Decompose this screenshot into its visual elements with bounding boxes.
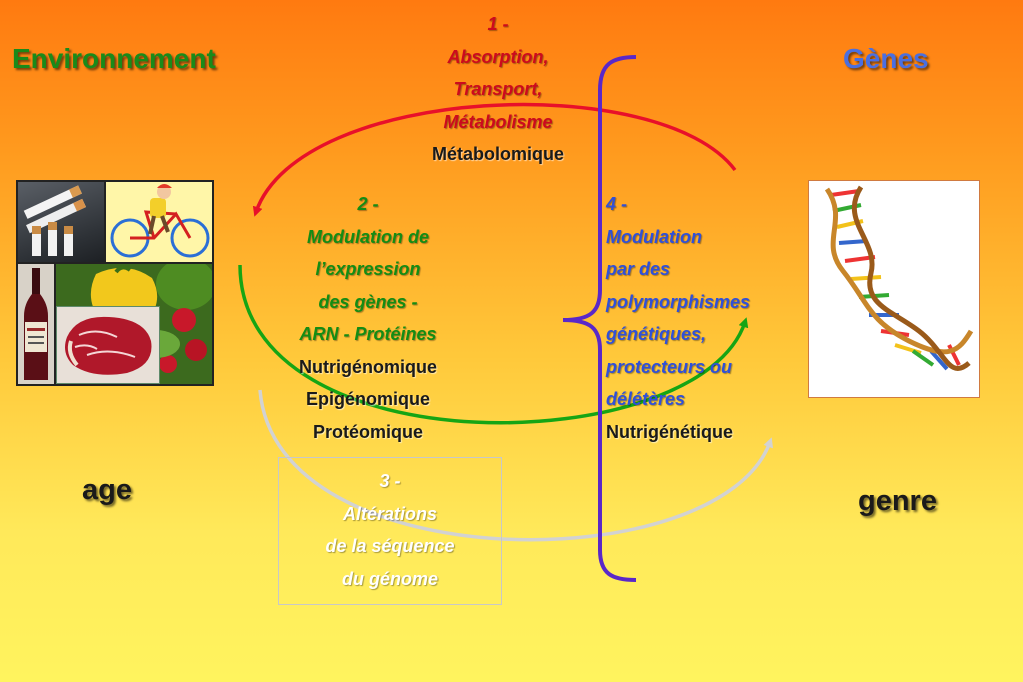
- step3-line: du génome: [341, 568, 438, 589]
- step4-line: polymorphismes: [606, 291, 751, 312]
- step4-line: génétiques,: [606, 324, 707, 344]
- step1-line: Transport,: [453, 79, 543, 99]
- heading-environnement: Environnement: [12, 43, 216, 74]
- step4-omics: Nutrigénétique: [606, 421, 734, 442]
- heading-genre: genre: [858, 485, 937, 517]
- dna-helix-image: [808, 180, 980, 398]
- step3-number: 3 -: [379, 471, 401, 491]
- step2-number: 2 -: [357, 194, 379, 214]
- step4-block: 4 - Modulation par des polymorphismes gé…: [606, 188, 806, 448]
- step4-line: protecteurs ou: [606, 356, 733, 377]
- step1-block: 1 - Absorption, Transport, Métabolisme M…: [398, 8, 598, 171]
- step4-line: délétères: [606, 389, 686, 409]
- step3-block: 3 - Altérations de la séquence du génome: [280, 465, 500, 595]
- wine-bottle-image: [18, 264, 54, 384]
- step4-line: Modulation: [606, 226, 702, 247]
- cyclist-image: [106, 182, 212, 262]
- step1-number: 1 -: [487, 14, 509, 34]
- step3-box: [278, 457, 502, 605]
- step1-omics: Métabolomique: [431, 144, 564, 164]
- curly-brace: [562, 55, 637, 582]
- step2-omics: Nutrigénomique: [299, 356, 437, 377]
- step2-omics: Epigénomique: [305, 389, 430, 409]
- heading-genes: Gènes: [843, 43, 929, 74]
- step4-number: 4 -: [606, 194, 628, 214]
- arrow-green: [238, 264, 749, 425]
- step2-line: ARN - Protéines: [299, 324, 437, 344]
- environment-collage: [16, 180, 214, 386]
- step2-omics: Protéomique: [312, 421, 423, 442]
- step1-line: Métabolisme: [443, 111, 553, 132]
- step2-line: Modulation de: [307, 226, 429, 247]
- step2-line: des gènes -: [318, 291, 418, 312]
- step3-line: Altérations: [342, 503, 438, 524]
- step2-block: 2 - Modulation de l’expression des gènes…: [258, 188, 478, 448]
- heading-age: age: [82, 474, 132, 506]
- cigarettes-image: [18, 182, 104, 262]
- step3-line: de la séquence: [325, 536, 455, 556]
- arrow-red: [252, 102, 737, 217]
- raw-meat-image: [56, 306, 160, 384]
- step4-line: par des: [606, 259, 671, 279]
- step2-line: l’expression: [315, 259, 421, 279]
- step1-line: Absorption,: [447, 46, 549, 67]
